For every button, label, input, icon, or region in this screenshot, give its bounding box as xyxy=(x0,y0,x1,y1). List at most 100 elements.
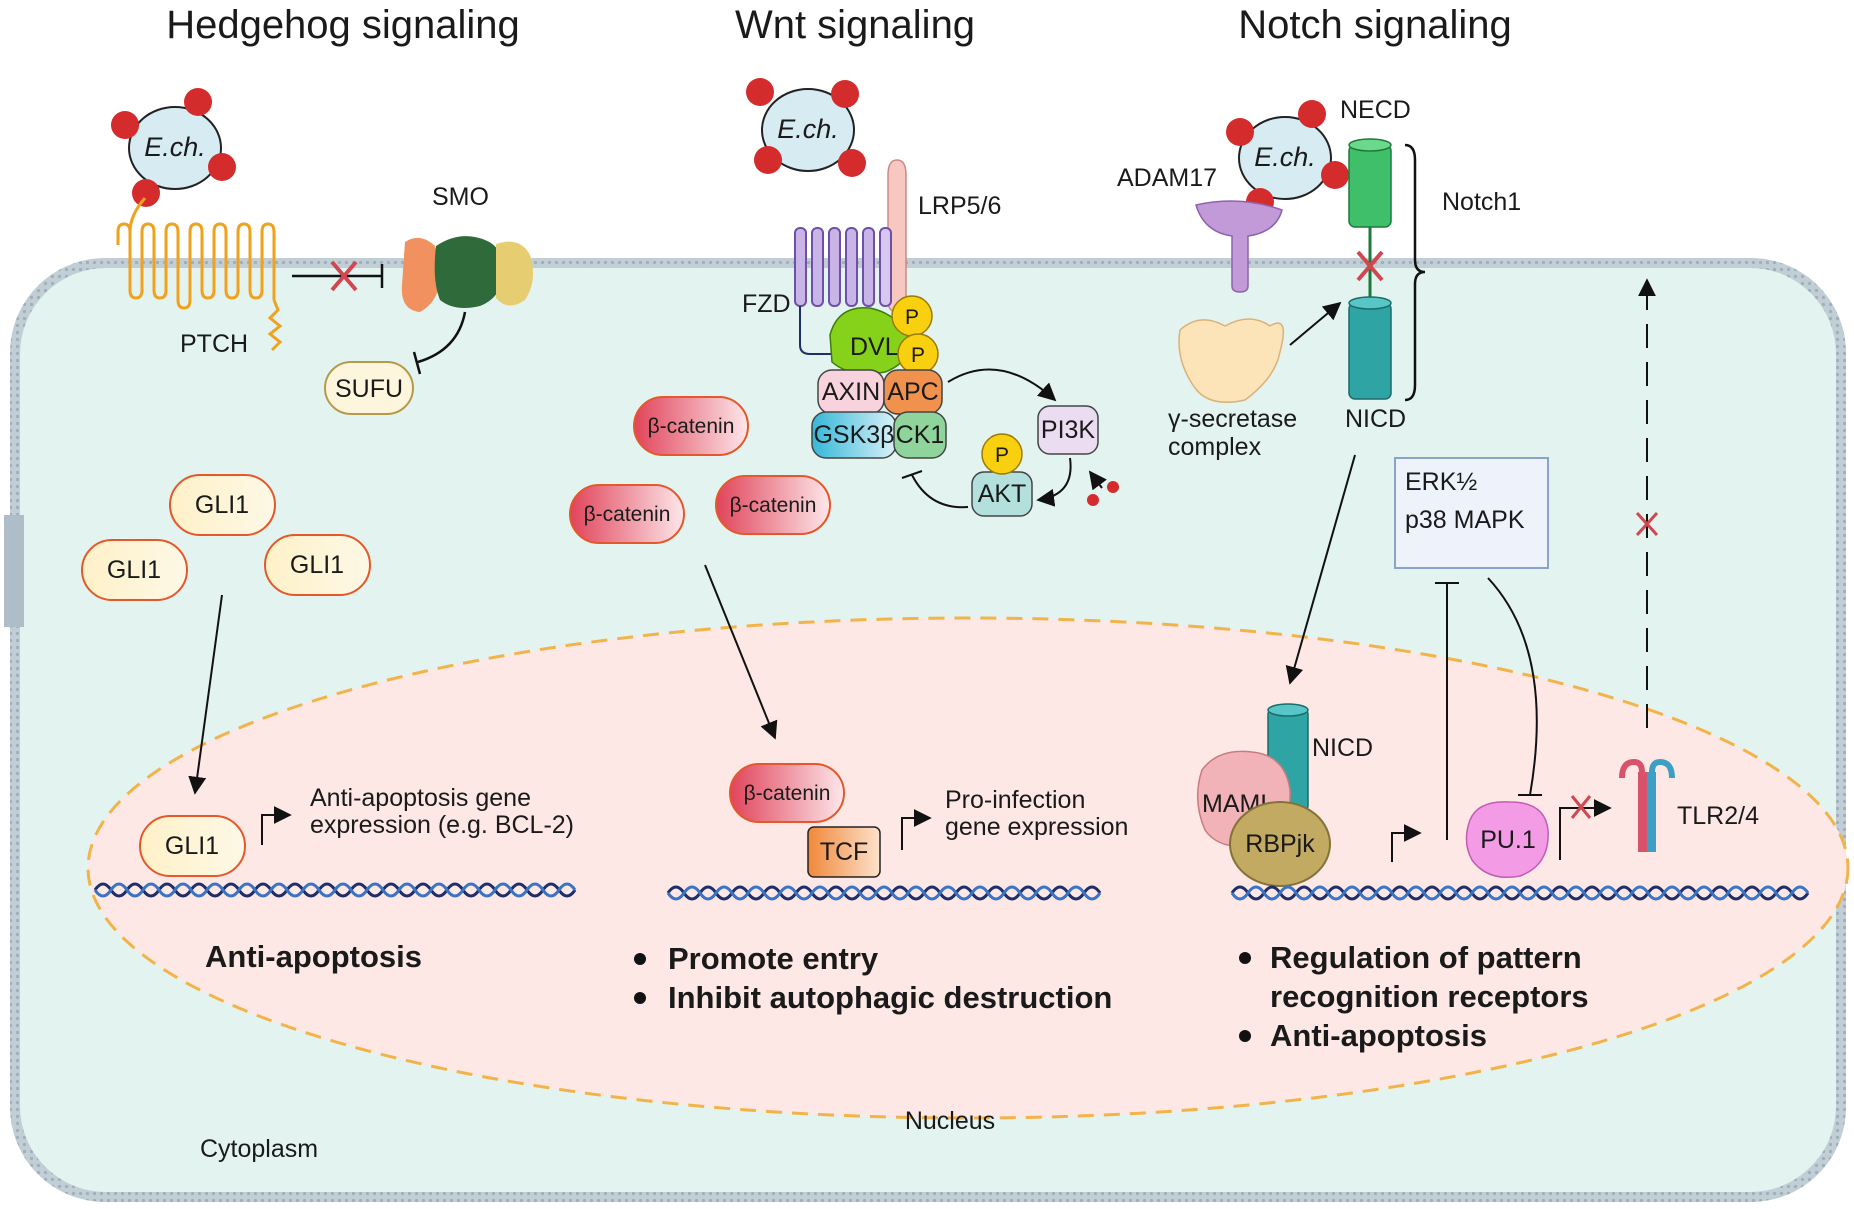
svg-text:E.ch.: E.ch. xyxy=(144,132,206,162)
adam17-label: ADAM17 xyxy=(1117,164,1217,192)
pathogen-wnt: E.ch. xyxy=(746,78,866,177)
svg-text:PU.1: PU.1 xyxy=(1480,826,1536,854)
erk-p38-box: ERK½ p38 MAPK xyxy=(1394,457,1549,569)
title-hedgehog: Hedgehog signaling xyxy=(166,3,520,47)
gamma-secretase xyxy=(1178,318,1285,403)
gli1-cytoplasm-1: GLI1 xyxy=(169,474,276,536)
ptch-label: PTCH xyxy=(180,330,248,358)
ptch-receptor xyxy=(116,197,283,352)
tlr-receptor xyxy=(1619,758,1675,852)
beta-catenin-2: β-catenin xyxy=(569,484,685,544)
gli1-cytoplasm-2: GLI1 xyxy=(81,539,188,601)
bullet-wnt-2 xyxy=(634,992,646,1004)
block-mark-tlr xyxy=(1570,795,1592,819)
svg-text:DVL: DVL xyxy=(850,333,899,361)
svg-text:E.ch.: E.ch. xyxy=(777,114,839,144)
wnt-gene-expression-l1: Pro-infection xyxy=(945,786,1085,814)
gamma-secretase-label-l1: γ-secretase xyxy=(1168,405,1297,433)
gsk3b: GSK3β xyxy=(811,411,897,459)
dna-hedgehog xyxy=(93,882,577,898)
apc-to-pi3k-arrow xyxy=(947,368,1057,402)
gli1-cytoplasm-3: GLI1 xyxy=(264,534,371,596)
cytoplasm-label: Cytoplasm xyxy=(200,1135,318,1163)
pi3k-to-akt-arrow xyxy=(1036,457,1072,507)
svg-text:p38 MAPK: p38 MAPK xyxy=(1405,506,1525,534)
nicd-to-nucleus-arrow xyxy=(1285,454,1356,685)
svg-text:PI3K: PI3K xyxy=(1041,416,1096,444)
phospho-dvl-1: P xyxy=(891,295,933,337)
dna-notch xyxy=(1230,885,1810,901)
notch1-label: Notch1 xyxy=(1442,188,1521,216)
title-notch: Notch signaling xyxy=(1238,3,1512,47)
wnt-outcome-1: Promote entry xyxy=(668,941,879,976)
tlr-label: TLR2/4 xyxy=(1677,802,1759,830)
hh-gene-expression-l1: Anti-apoptosis gene xyxy=(310,784,531,812)
hh-outcome: Anti-apoptosis xyxy=(205,939,422,974)
svg-text:RBPjk: RBPjk xyxy=(1245,830,1315,858)
pu1: PU.1 xyxy=(1465,801,1549,878)
bullet-notch-1 xyxy=(1239,952,1251,964)
svg-text:ERK½: ERK½ xyxy=(1405,468,1477,496)
nucleus-label: Nucleus xyxy=(905,1107,995,1135)
fzd-receptor xyxy=(794,227,892,307)
svg-text:SUFU: SUFU xyxy=(335,375,403,403)
beta-catenin-1: β-catenin xyxy=(633,396,749,456)
pathogen-notch: E.ch. xyxy=(1226,100,1349,216)
axin: AXIN xyxy=(817,369,885,415)
svg-text:GLI1: GLI1 xyxy=(107,556,161,584)
svg-text:AXIN: AXIN xyxy=(822,378,880,406)
pi3k: PI3K xyxy=(1037,405,1099,455)
tcf: TCF xyxy=(807,826,881,878)
svg-text:β-catenin: β-catenin xyxy=(648,415,735,438)
beta-catenin-3: β-catenin xyxy=(715,475,831,535)
notch1-receptor xyxy=(1348,138,1392,400)
svg-text:CK1: CK1 xyxy=(896,421,945,449)
notch-outcome-1-l1: Regulation of pattern xyxy=(1270,940,1582,975)
pu1-to-tlr-arrow xyxy=(1559,799,1612,860)
pathogen-particles xyxy=(1087,470,1119,506)
wnt-outcome-2: Inhibit autophagic destruction xyxy=(668,980,1112,1015)
apc: APC xyxy=(883,369,943,415)
gamma-secretase-label-l2: complex xyxy=(1168,433,1262,461)
beta-catenin-nuclear: β-catenin xyxy=(729,763,845,823)
hh-gene-expression-l2: expression (e.g. BCL-2) xyxy=(310,811,574,839)
svg-text:GLI1: GLI1 xyxy=(290,551,344,579)
phospho-dvl-2: P xyxy=(897,333,939,375)
adam17 xyxy=(1195,200,1283,293)
svg-text:APC: APC xyxy=(887,378,938,406)
svg-text:P: P xyxy=(911,344,925,367)
phospho-akt: P xyxy=(981,433,1023,475)
gamma-to-notch-arrow xyxy=(1289,301,1342,346)
sufu: SUFU xyxy=(324,361,414,415)
block-mark-notch xyxy=(1356,250,1384,282)
title-wnt: Wnt signaling xyxy=(735,3,975,47)
nucleus-envelope xyxy=(86,616,1850,1120)
erk-inhibits-pu1 xyxy=(1487,577,1538,796)
fzd-tail xyxy=(799,306,835,355)
svg-text:E.ch.: E.ch. xyxy=(1254,142,1316,172)
svg-text:TCF: TCF xyxy=(820,838,869,866)
smo-label: SMO xyxy=(432,183,489,211)
pathogen-hedgehog: E.ch. xyxy=(111,88,236,207)
rbpjk: RBPjk xyxy=(1229,801,1331,887)
smo-inhibits-sufu xyxy=(417,311,467,364)
wnt-transcription-arrow xyxy=(901,809,932,850)
notch1-brace xyxy=(1404,143,1426,402)
necd-label: NECD xyxy=(1340,96,1411,124)
akt-inhibits-gsk3b xyxy=(911,474,969,509)
svg-text:GLI1: GLI1 xyxy=(165,832,219,860)
nicd-label-nuclear: NICD xyxy=(1312,734,1373,762)
dna-wnt xyxy=(666,885,1102,901)
notch-outcome-2: Anti-apoptosis xyxy=(1270,1018,1487,1053)
gli1-nuclear: GLI1 xyxy=(139,815,246,877)
svg-text:AKT: AKT xyxy=(978,480,1027,508)
svg-text:GSK3β: GSK3β xyxy=(813,421,894,449)
wnt-gene-expression-l2: gene expression xyxy=(945,813,1128,841)
beta-catenin-to-nucleus-arrow xyxy=(704,564,778,740)
lrp-label: LRP5/6 xyxy=(918,192,1001,220)
bullet-wnt-1 xyxy=(634,953,646,965)
nicd-label-membrane: NICD xyxy=(1345,405,1406,433)
svg-text:β-catenin: β-catenin xyxy=(744,782,831,805)
notch-transcription-arrow xyxy=(1391,824,1422,862)
